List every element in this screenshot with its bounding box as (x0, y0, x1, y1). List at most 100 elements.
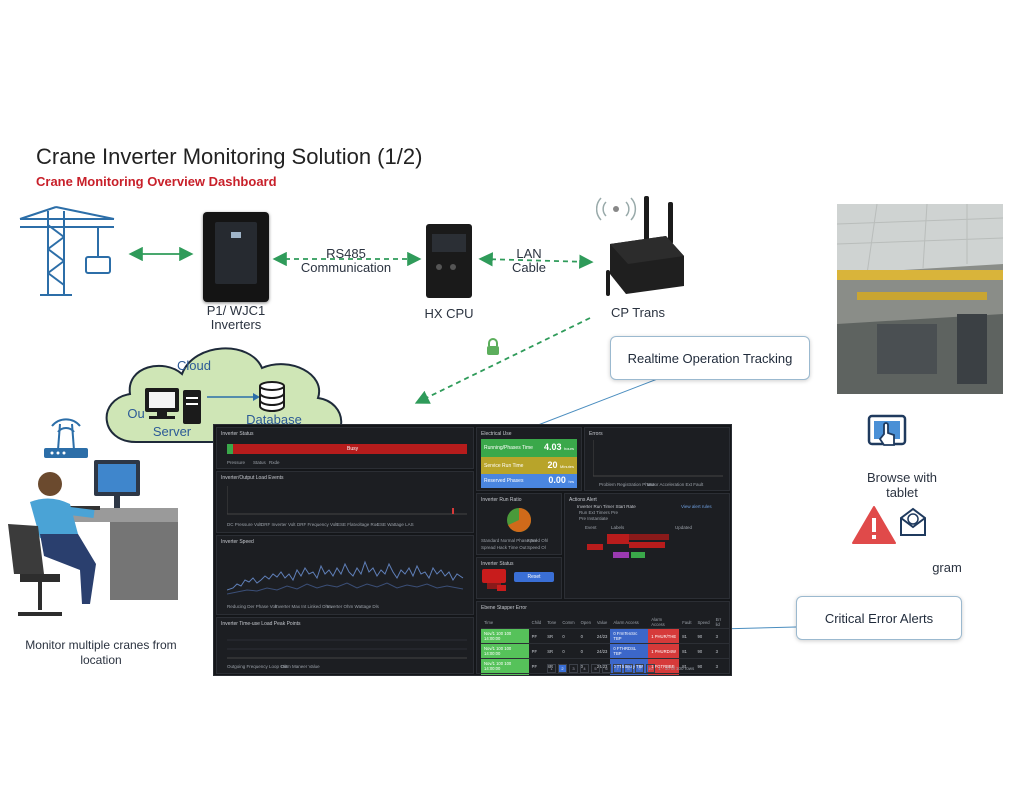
table-cell: PF (528, 673, 545, 675)
alert-line: Pre Instantiate (579, 516, 609, 521)
panel-time-use: Inverter Time-use Load Peak Points Outgo… (216, 617, 474, 674)
panel-action-alert: Actions Alert View alert rules Inverter … (564, 493, 730, 599)
table-cell: 90 (694, 643, 713, 659)
table-cell: 81 (679, 673, 695, 675)
panel-inverter-status-small: Inverter Status (476, 557, 562, 599)
inverter-device (203, 212, 269, 302)
alert-col: Updated (675, 525, 693, 530)
legend-item: Spread Hack Time Out (481, 545, 527, 550)
table-cell: PF (528, 628, 545, 644)
page-button[interactable]: 3 (569, 664, 578, 673)
page-button[interactable]: 2 (558, 664, 567, 673)
cp-trans-label: CP Trans (611, 305, 665, 320)
run-ratio-pie (507, 508, 531, 532)
stat-label: Reserved Phases (484, 478, 524, 484)
legend-item: Outgoing Frequency Loop Out (227, 664, 288, 669)
legend-item: DRF Frequency Volt (297, 522, 338, 527)
factory-photo (837, 204, 1003, 394)
table-cell: 3 (712, 628, 729, 644)
tablet-label: Browse with tablet (866, 470, 938, 500)
legend-item: DRF Inverter Volt (261, 522, 296, 527)
panel-title: Inverter Speed (221, 539, 254, 545)
page-button[interactable]: 1 (547, 664, 556, 673)
table-cell: 1 PHUR/THE (648, 628, 680, 644)
stat-value: 0.00 (548, 475, 566, 485)
page-button[interactable]: 4 (580, 664, 589, 673)
speed-plot (227, 560, 464, 595)
table-cell: PF (528, 643, 545, 659)
panel-title: Actions Alert (569, 497, 597, 503)
legend-item: Inverter Ohm Wattage Dls (327, 604, 379, 609)
partial-right-label: gram (932, 560, 962, 575)
col-header: Value (596, 619, 608, 625)
stat-running-time: Running/Phases Time 4.03 hours (481, 439, 577, 457)
table-cell: SR (544, 628, 560, 644)
table-cell: 81 (679, 643, 695, 659)
table-cell: 0 (577, 658, 594, 674)
legend-item: Speed Ol (527, 545, 546, 550)
legend-item: DC Pressure Volt (227, 522, 262, 527)
stat-unit: hrs (568, 479, 574, 484)
cloud-hidden-label: Ou (127, 406, 145, 421)
page-button[interactable]: 6 (602, 664, 611, 673)
alert-header: Inverter Run Timer Start Rate (577, 504, 636, 509)
cloud-label: Cloud (177, 358, 211, 373)
table-cell: 0 (577, 673, 594, 675)
stat-value: 20 (547, 460, 558, 470)
alert-rules-link[interactable]: View alert rules (681, 504, 712, 509)
legend-item: Speed Ohl (527, 538, 549, 543)
table-cell: 24/23 (593, 673, 611, 675)
table-cell: 1 PHURD4W (648, 643, 680, 659)
errors-plot (593, 440, 723, 477)
table-cell: 3 (712, 643, 729, 659)
status-bar: Busy (227, 444, 467, 454)
operator-label: Monitor multiple cranes from location (25, 638, 177, 667)
table-cell: PF (528, 658, 545, 674)
panel-title: Inverter/Output Load Events (221, 475, 284, 481)
panel-title: Inverter Status (481, 561, 514, 567)
server-db-arrow (207, 393, 260, 401)
table-cell: SR (544, 673, 560, 675)
page-button[interactable]: 8 (624, 664, 633, 673)
legend-item: Inverter Max Int Linked Ohm (275, 604, 332, 609)
table-cell: SR (544, 643, 560, 659)
table-cell: 3 (712, 673, 729, 675)
monitoring-dashboard: Inverter Status Busy Pressure Status Rxd… (213, 424, 732, 676)
table-cell: 3 (712, 658, 729, 674)
table-cell: 90 (694, 673, 713, 675)
legend-item: Ohm Maneer Value (281, 664, 320, 669)
reset-button[interactable]: Reset (514, 572, 554, 582)
table-cell: Nov/1 100 100 14:00:00 (481, 628, 529, 644)
legend-item: Problem Registration Phase (599, 482, 656, 487)
page-button[interactable]: 5 (591, 664, 600, 673)
panel-errors: Errors Problem Registration Phase Motor … (584, 427, 730, 491)
stat-value: 4.03 (543, 442, 562, 452)
table-cell: Nov/1 100 100 14:00:00 (481, 658, 529, 674)
legend-item: ESE Flatvoltage Roc (337, 522, 379, 527)
page-button[interactable]: 10 (646, 664, 655, 673)
table-cell: 81 (679, 628, 695, 644)
stat-unit: hours (563, 446, 574, 451)
table-cell: 0 (559, 643, 578, 659)
inverter-status-icon (482, 569, 506, 591)
panel-title: Electrical Use (481, 431, 512, 437)
page-button[interactable]: 7 (613, 664, 622, 673)
table-cell: 24/23 (593, 643, 611, 659)
inverters-label: P1/ WJC1 Inverters (206, 303, 266, 332)
table-cell: Nov/1 100 100 14:00:00 (481, 643, 529, 659)
warning-icon (852, 506, 896, 544)
legend-item: Standard Normal Phase Sol (481, 538, 537, 543)
cpu-label: HX CPU (424, 306, 474, 321)
page-button[interactable]: 9 (635, 664, 644, 673)
legend-item: Reducing Der Phase Volt (227, 604, 278, 609)
table-cell: 0 (559, 628, 578, 644)
table-cell: 0 (559, 673, 578, 675)
router-icon (596, 196, 684, 296)
mail-alert-icon (900, 507, 926, 536)
col-header: Speed (697, 619, 710, 625)
panel-title: Inverter Run Ratio (481, 497, 522, 503)
table-cell: 0 FTHRDSL TBP (610, 643, 649, 659)
